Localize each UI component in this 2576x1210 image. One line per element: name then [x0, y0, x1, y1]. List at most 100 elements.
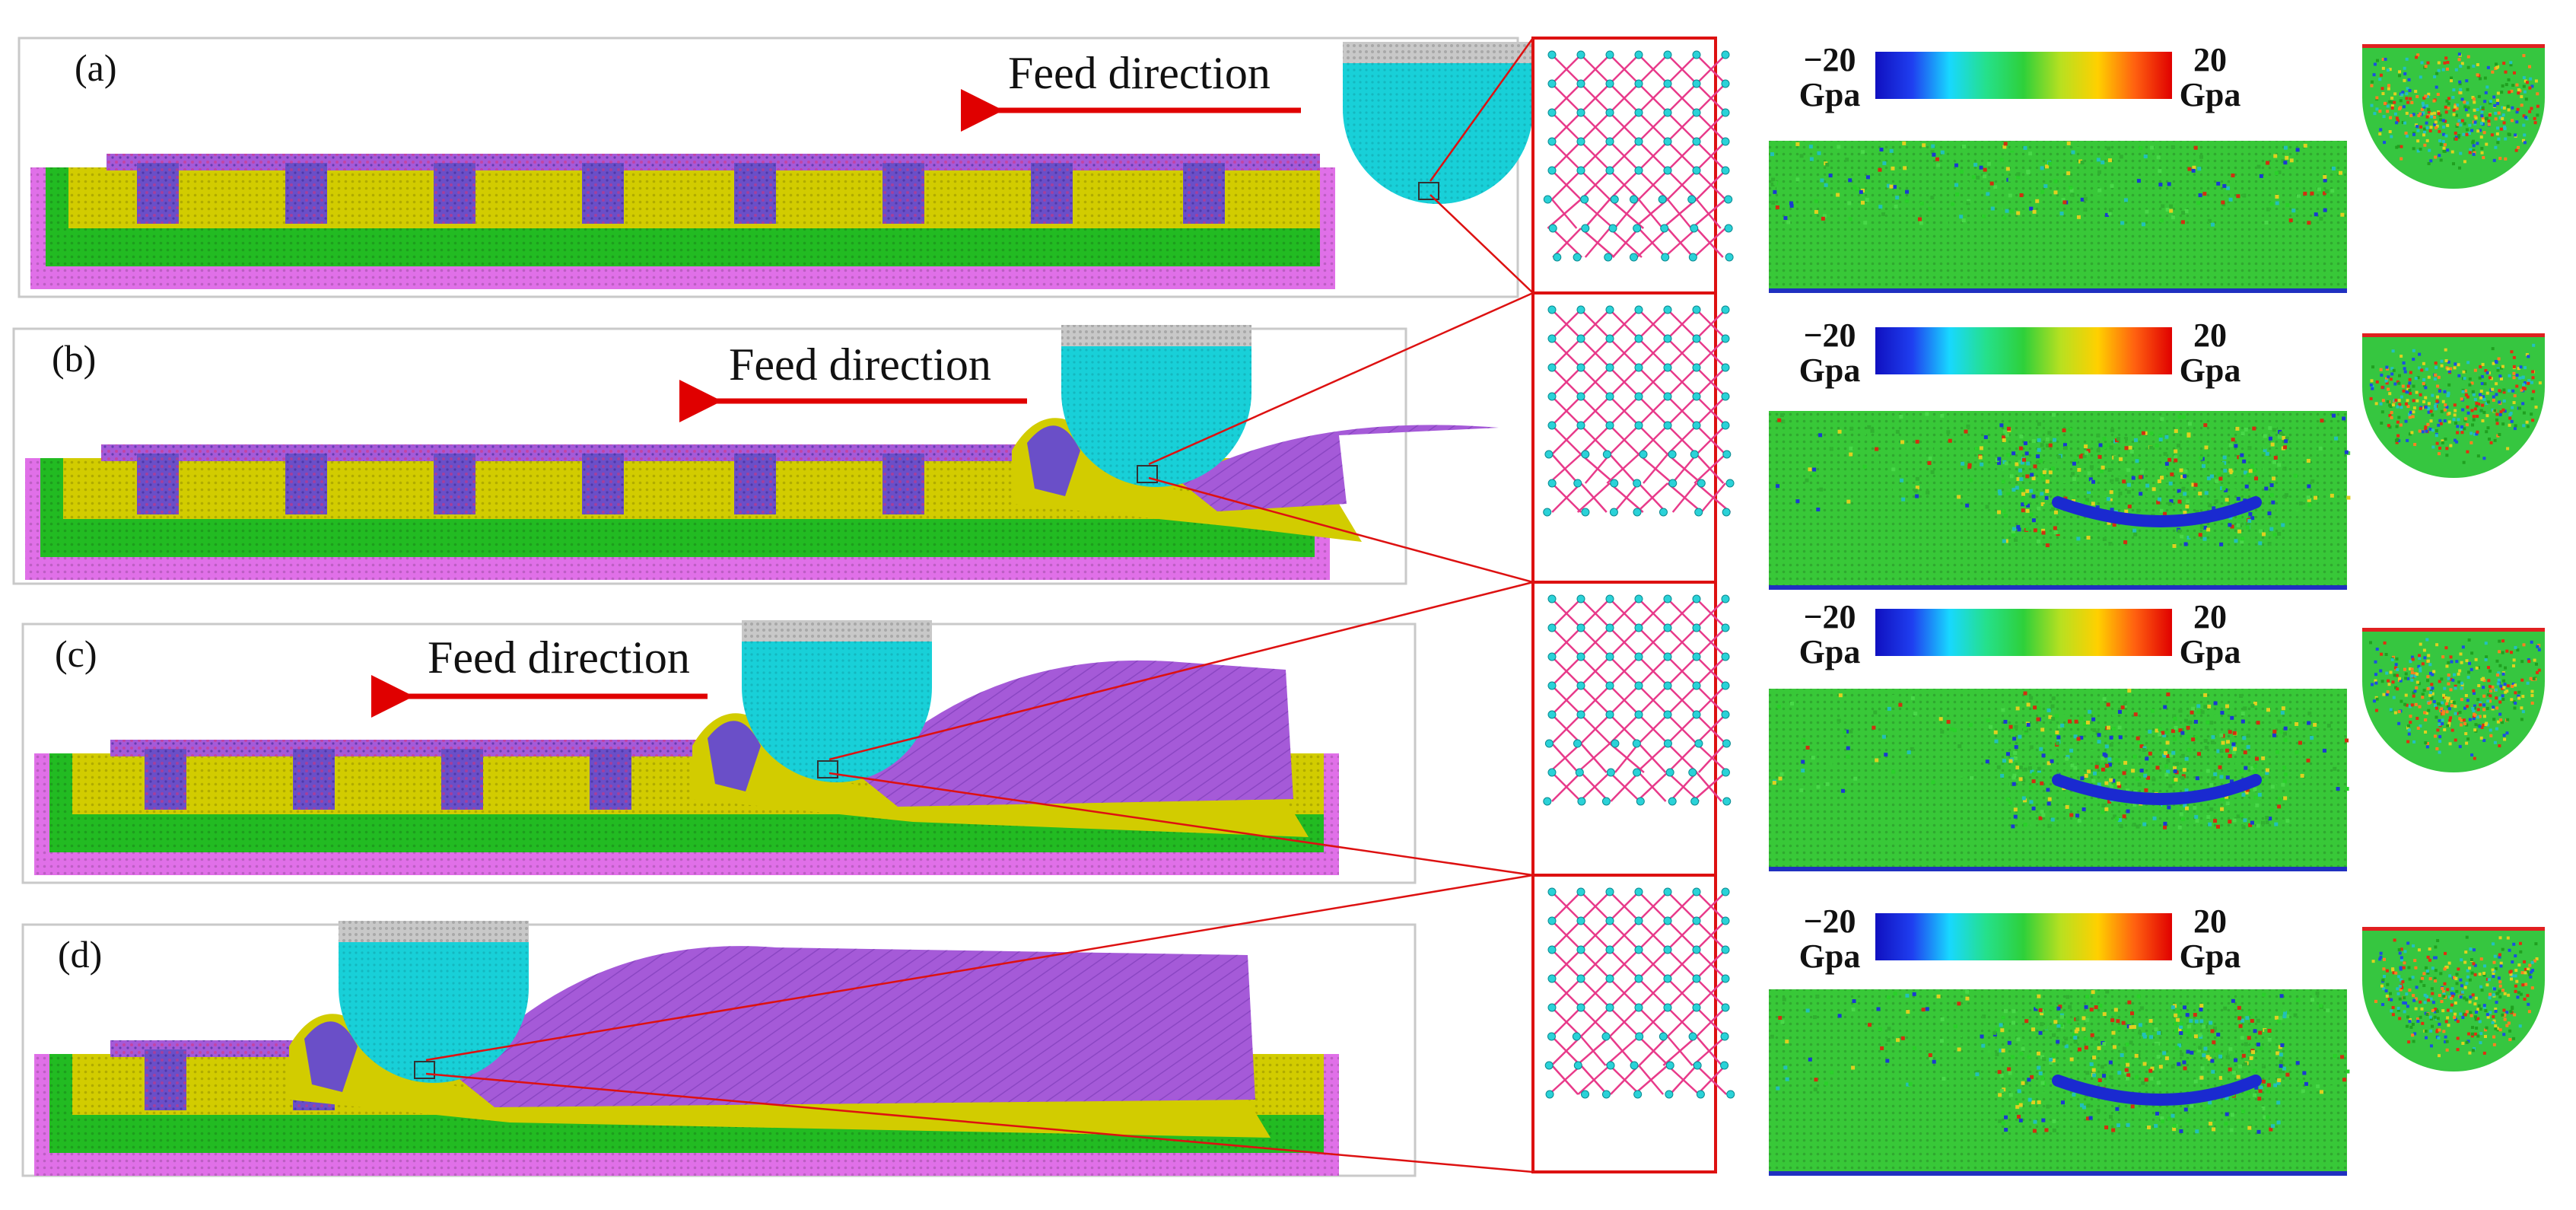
atom	[1573, 1061, 1582, 1070]
stress-speck	[2021, 457, 2026, 462]
tool-stress-speck	[2532, 343, 2536, 347]
tool-stress-speck	[2476, 1008, 2480, 1011]
stress-speck	[1825, 690, 1830, 695]
stress-speck	[2282, 1008, 2287, 1012]
tool-stress-speck	[2440, 409, 2444, 413]
atom	[1668, 450, 1677, 459]
tool-stress-speck	[2450, 992, 2454, 995]
tool-stress-speck	[2446, 1016, 2450, 1020]
bond	[1609, 714, 1639, 744]
stress-speck	[2125, 1043, 2129, 1047]
tool-stress-speck	[2463, 160, 2466, 164]
tool-stress-speck	[2508, 91, 2511, 94]
stress-speck	[1998, 452, 2002, 457]
stress-speck	[2183, 542, 2188, 546]
stress-speck	[2143, 431, 2148, 435]
stress-speck	[2209, 1021, 2213, 1025]
stress-speck	[2148, 1068, 2153, 1073]
stress-speck	[1940, 413, 1945, 418]
tool-stress-speck	[2469, 1011, 2473, 1014]
stress-speck	[2246, 1091, 2250, 1096]
stress-speck	[2206, 1105, 2211, 1110]
stress-speck	[2202, 766, 2206, 771]
groove-texture	[883, 163, 924, 224]
stress-speck	[2072, 461, 2076, 466]
stress-speck	[2101, 756, 2105, 761]
tool-stress-speck	[2475, 1011, 2479, 1014]
stress-speck	[2123, 1017, 2127, 1022]
stress-speck	[2283, 1011, 2288, 1015]
bond	[1638, 598, 1668, 629]
tool-stress-speck	[2397, 381, 2401, 385]
stress-speck	[2089, 1008, 2094, 1012]
stress-speck	[2259, 529, 2263, 533]
stress-speck	[2243, 1046, 2247, 1051]
tool-stress-speck	[2389, 377, 2393, 381]
stress-speck	[2176, 443, 2180, 447]
atom	[1690, 450, 1699, 459]
bond	[1638, 141, 1668, 171]
atom	[1605, 166, 1614, 175]
tool-stress-speck	[2456, 431, 2460, 435]
tool-stress-speck	[2501, 989, 2504, 992]
tool-stress-speck	[2484, 658, 2488, 661]
tool-stress-speck	[2434, 365, 2438, 369]
tool-stress-speck	[2484, 91, 2488, 94]
stress-speck	[2307, 502, 2312, 507]
stress-speck	[2046, 708, 2051, 712]
stress-speck	[2012, 451, 2016, 456]
tool-stress-speck	[2516, 107, 2520, 111]
tool-stress-speck	[2443, 419, 2447, 422]
tool-stress-speck	[2523, 381, 2527, 385]
stress-speck	[2319, 141, 2323, 145]
tool-stress-speck	[2396, 668, 2399, 672]
tool-stress-speck	[2476, 666, 2480, 670]
stress-speck	[2016, 1037, 2021, 1042]
bond	[1638, 685, 1668, 715]
atom	[1721, 392, 1730, 401]
atom	[1634, 79, 1643, 88]
stress-speck	[2222, 183, 2227, 188]
tool-stress-speck	[2416, 149, 2420, 153]
stress-speck	[2244, 790, 2249, 794]
atom	[1663, 681, 1672, 690]
tool-stress-speck	[2390, 416, 2393, 419]
tool-stress-speck	[2458, 745, 2462, 749]
atom	[1604, 253, 1613, 262]
atom	[1605, 623, 1614, 632]
stress-speck	[1820, 178, 1824, 183]
tool-stress-speck	[2399, 699, 2403, 703]
stress-speck	[2196, 704, 2201, 708]
tool-stress-speck	[2418, 352, 2422, 356]
tool-stress-speck	[2527, 381, 2530, 385]
stress-speck	[2016, 175, 2021, 180]
tool-stress-speck	[2399, 423, 2403, 427]
md-panel-b	[12, 325, 1499, 585]
tool-stress-speck	[2438, 719, 2441, 723]
atom	[1634, 916, 1643, 925]
tool-stress-speck	[2472, 689, 2476, 693]
bond	[1551, 367, 1582, 397]
colorbar	[1875, 913, 2172, 960]
tool-stress-speck	[2419, 1015, 2422, 1019]
stress-speck	[1846, 499, 1851, 504]
tool-stress-speck	[2473, 122, 2477, 126]
tool-stress-speck	[2496, 992, 2500, 995]
stress-speck	[2089, 1064, 2094, 1068]
zoom-line	[1429, 37, 1534, 182]
tool-stress-speck	[2438, 446, 2442, 450]
stress-speck	[2116, 437, 2121, 441]
tool-stress-speck	[2381, 92, 2385, 96]
stress-speck	[2267, 542, 2272, 546]
stress-speck	[2005, 1022, 2010, 1027]
tool-stress-speck	[2498, 989, 2501, 993]
tool-stress-speck	[2420, 61, 2424, 65]
stress-speck	[2225, 498, 2229, 502]
atom	[1721, 916, 1730, 925]
tool-stress-speck	[2437, 1036, 2441, 1040]
zoom-box	[817, 760, 838, 779]
colorbar-max-value: 20	[2193, 903, 2227, 940]
tool-stress-speck	[2460, 62, 2464, 65]
stress-speck	[1940, 150, 1945, 154]
stress-speck	[2109, 490, 2113, 495]
